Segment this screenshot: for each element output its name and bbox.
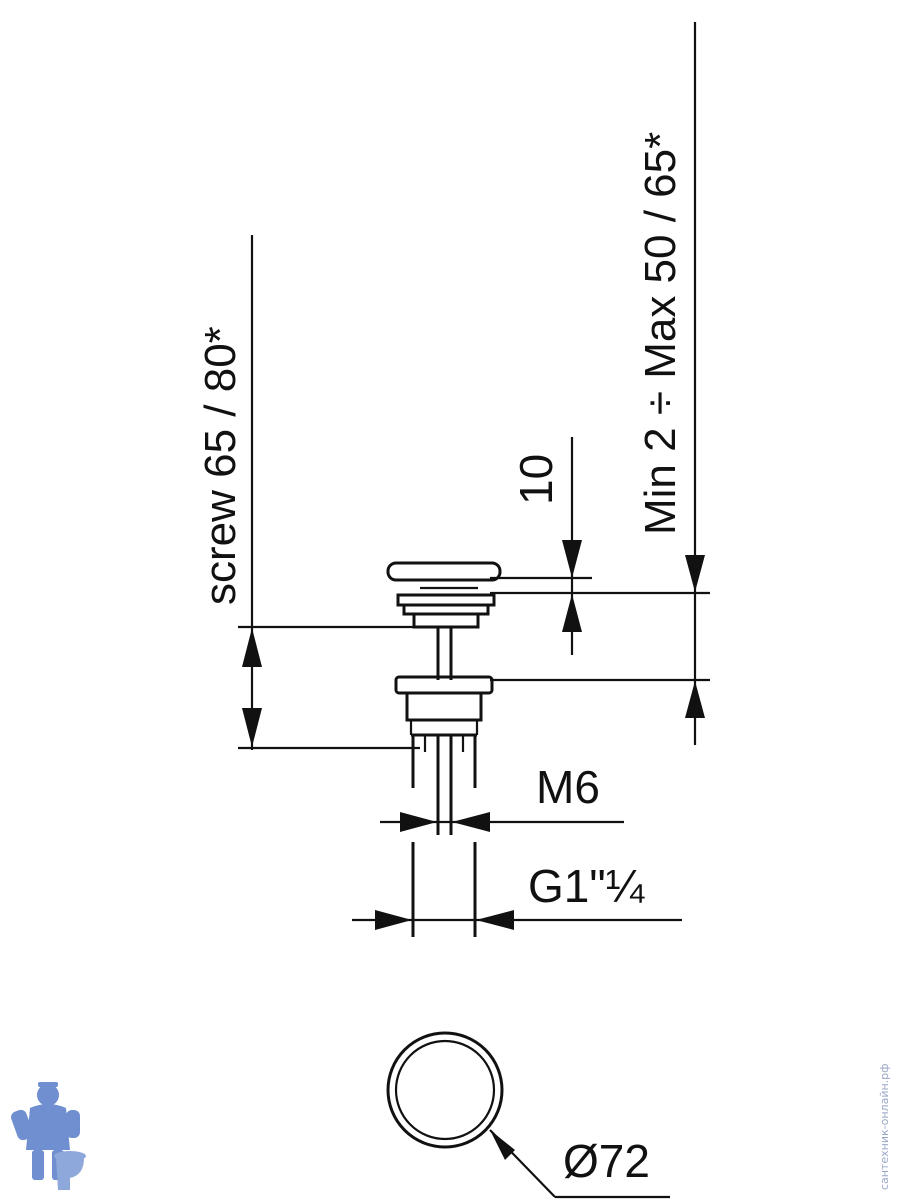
waste-valve-body [386, 561, 502, 835]
diameter-view: Ø72 [386, 1031, 670, 1199]
g1-label: G1"¼ [528, 860, 645, 912]
ten-label: 10 [510, 454, 562, 505]
m6-dimension: M6 [380, 761, 624, 832]
g1-dimension: G1"¼ [352, 842, 682, 937]
min-max-dimension: Min 2 ÷ Max 50 / 65* [490, 22, 710, 745]
plumber-mascot-logo [11, 1082, 86, 1190]
screw-label: screw 65 / 80* [196, 326, 245, 605]
watermark-text: сантехник-онлайн.рф [878, 1063, 891, 1190]
min-max-label: Min 2 ÷ Max 50 / 65* [636, 132, 685, 535]
m6-label: M6 [536, 761, 600, 813]
ten-dimension: 10 [490, 437, 592, 655]
screw-dimension: screw 65 / 80* [196, 235, 420, 750]
diameter-label: Ø72 [563, 1135, 650, 1187]
